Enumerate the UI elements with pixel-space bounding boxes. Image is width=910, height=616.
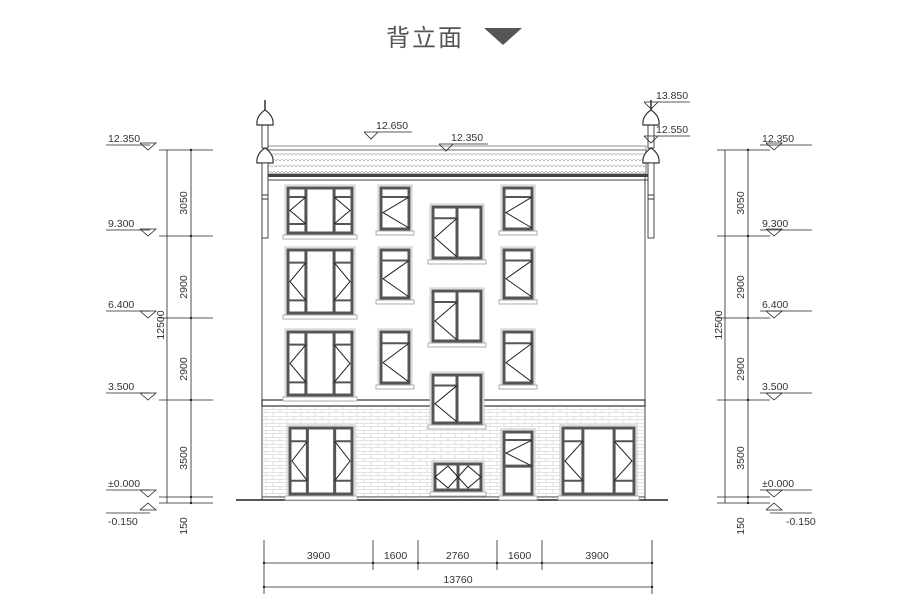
cornice bbox=[264, 174, 648, 177]
dimension-text: 2900 bbox=[735, 275, 747, 299]
dimension-text: 1600 bbox=[508, 550, 532, 562]
dimension-text: 2760 bbox=[446, 550, 470, 562]
spire-ornament bbox=[256, 100, 274, 239]
elevation-label: ±0.000 bbox=[762, 478, 794, 490]
elevation-mark: ±0.000 bbox=[760, 478, 812, 498]
elevation-label: -0.150 bbox=[108, 516, 138, 528]
dimension-text: 1600 bbox=[384, 550, 408, 562]
drawing-title: 背立面 bbox=[386, 24, 464, 52]
elevation-label: 12.350 bbox=[762, 133, 794, 145]
triangle-down-icon bbox=[484, 28, 522, 45]
window-wide-ground bbox=[284, 424, 358, 501]
dimension-text: 2900 bbox=[735, 357, 747, 381]
elevation-label: 12.350 bbox=[108, 133, 140, 145]
roof-elevation-mark: 12.650 bbox=[363, 120, 412, 140]
window-narrow bbox=[498, 246, 538, 305]
dimension-text: 3500 bbox=[178, 446, 190, 470]
elevation-label: 9.300 bbox=[762, 218, 788, 230]
elevation-mark: -0.150 bbox=[106, 502, 158, 528]
elevation-mark: ±0.000 bbox=[106, 478, 158, 498]
roof-elevation-label: 12.350 bbox=[451, 132, 483, 144]
roof-ridge bbox=[267, 145, 647, 151]
window-wide bbox=[282, 328, 358, 402]
dimension-text: 150 bbox=[178, 517, 190, 535]
roof-elevation-label: 13.850 bbox=[656, 90, 688, 102]
dimension-text: 3050 bbox=[735, 191, 747, 215]
window-narrow bbox=[375, 328, 415, 390]
dimension-text: 2900 bbox=[178, 357, 190, 381]
roof-elevation-label: 12.550 bbox=[656, 124, 688, 136]
window-narrow bbox=[498, 184, 538, 236]
dimension-text: 12500 bbox=[713, 310, 725, 339]
elevation-label: 6.400 bbox=[108, 299, 134, 311]
window-center bbox=[427, 203, 487, 265]
roof-tiles bbox=[267, 149, 647, 175]
spire-ornament bbox=[642, 100, 660, 239]
window-wide bbox=[282, 184, 358, 240]
dimension-text: 3050 bbox=[178, 191, 190, 215]
window-wide bbox=[282, 246, 358, 320]
roof-elevation-mark: 13.850 bbox=[643, 90, 690, 110]
elevation-mark: 9.300 bbox=[106, 218, 158, 237]
roof-elevation-mark: 12.550 bbox=[643, 124, 690, 144]
horizontal-dimensions: 3900 1600 2760 1600 3900 13760 bbox=[262, 540, 654, 594]
dimension-text: 13760 bbox=[443, 574, 472, 586]
elevation-label: 6.400 bbox=[762, 299, 788, 311]
elevation-mark: -0.150 bbox=[765, 502, 816, 528]
vertical-dimensions-right: 3050 2900 2900 3500 150 12500 bbox=[713, 148, 770, 535]
window-narrow bbox=[498, 328, 538, 390]
window-center bbox=[427, 287, 487, 348]
window-narrow bbox=[375, 184, 415, 236]
window-center bbox=[427, 371, 487, 430]
elevation-mark: 3.500 bbox=[106, 381, 158, 401]
elevation-label: ±0.000 bbox=[108, 478, 140, 490]
elevation-label: 9.300 bbox=[108, 218, 134, 230]
dimension-text: 2900 bbox=[178, 275, 190, 299]
elevation-mark: 9.300 bbox=[760, 218, 812, 237]
vertical-dimensions-left: 3050 2900 2900 3500 150 12500 bbox=[155, 148, 213, 535]
roof-elevation-label: 12.650 bbox=[376, 120, 408, 132]
door bbox=[498, 428, 538, 501]
dimension-text: 150 bbox=[735, 517, 747, 535]
elevation-mark: 12.350 bbox=[760, 133, 812, 151]
window-narrow bbox=[375, 246, 415, 305]
elevation-mark: 3.500 bbox=[760, 381, 812, 401]
dimension-text: 3900 bbox=[307, 550, 331, 562]
window-low bbox=[429, 460, 487, 497]
elevation-label: 3.500 bbox=[762, 381, 788, 393]
elevation-label: 3.500 bbox=[108, 381, 134, 393]
window-wide-ground bbox=[557, 424, 640, 501]
elevation-mark: 6.400 bbox=[106, 299, 158, 319]
dimension-text: 12500 bbox=[155, 310, 167, 339]
elevation-mark: 6.400 bbox=[760, 299, 812, 319]
roof-elevation-mark: 12.350 bbox=[438, 132, 488, 152]
elevation-label: -0.150 bbox=[786, 516, 816, 528]
dimension-text: 3900 bbox=[585, 550, 609, 562]
dimension-text: 3500 bbox=[735, 446, 747, 470]
elevation-mark: 12.350 bbox=[106, 133, 158, 151]
